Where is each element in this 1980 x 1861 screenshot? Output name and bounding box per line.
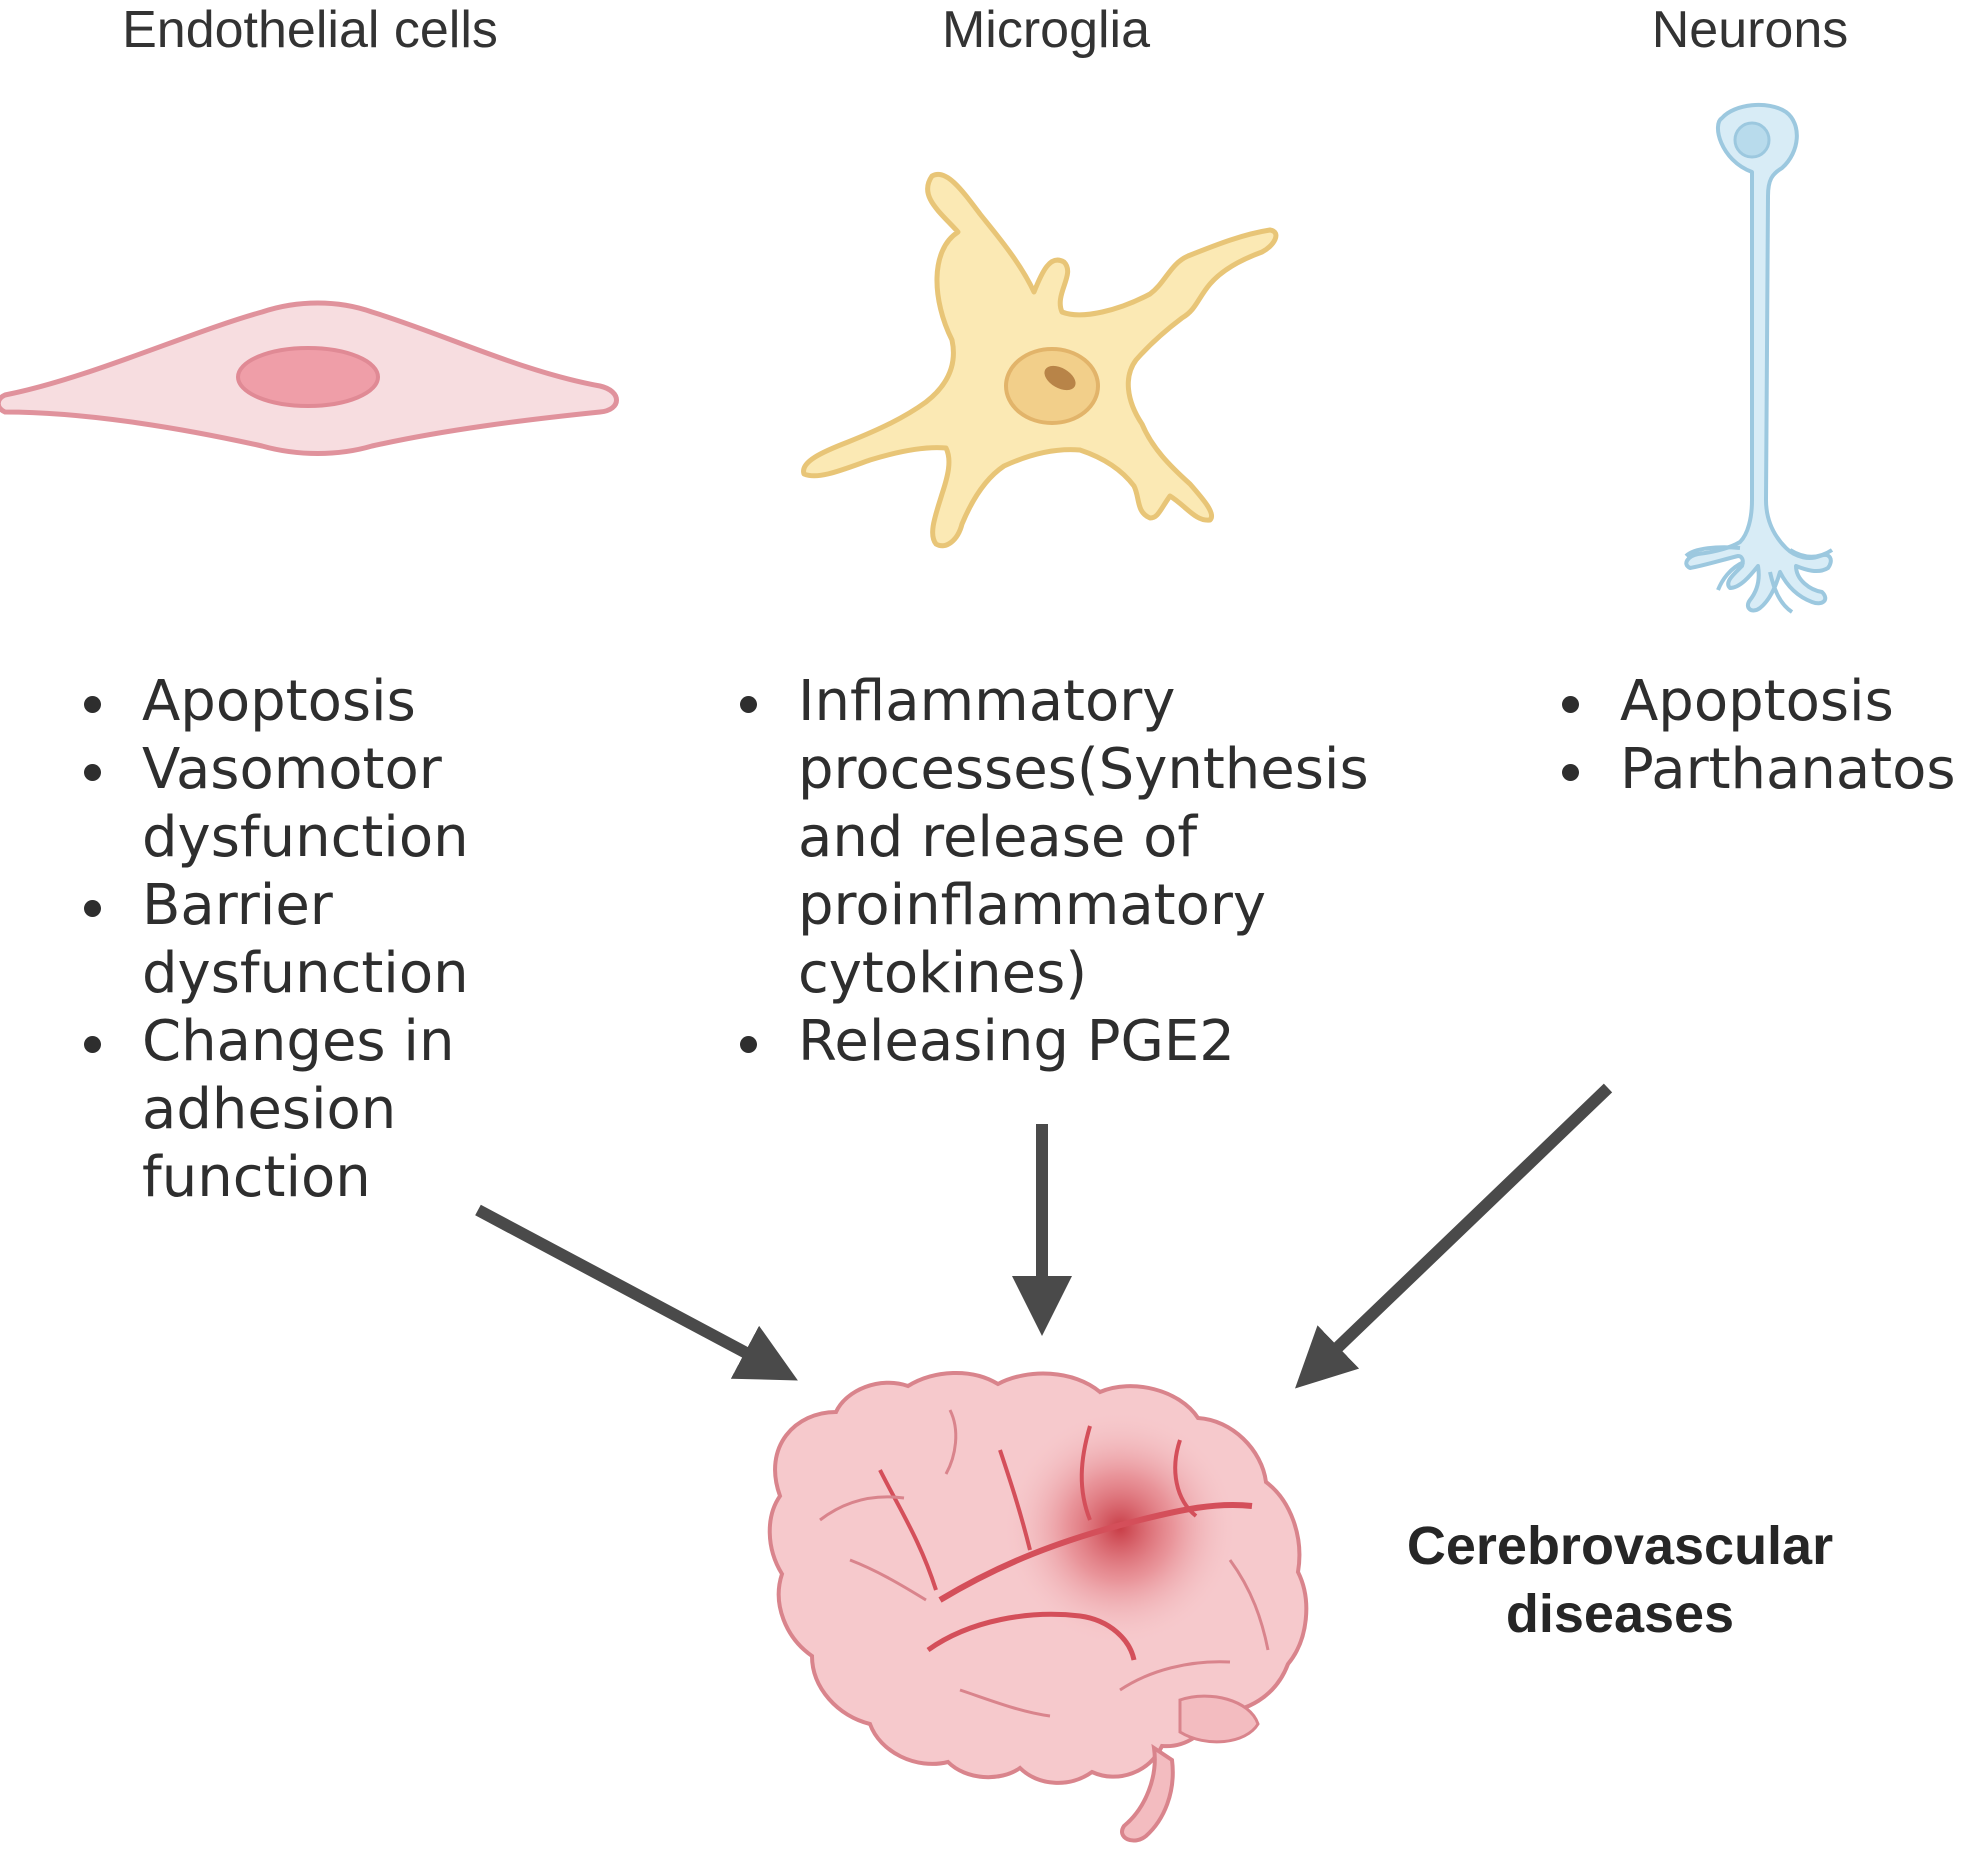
neuron-effect-parthanatos: Parthanatos	[1554, 736, 1974, 804]
title-endothelial-cells: Endothelial cells	[122, 1, 498, 59]
neuron-effect-apoptosis: Apoptosis	[1554, 668, 1974, 736]
outcome-label: Cerebrovascular diseases	[1360, 1512, 1880, 1648]
endothelial-effect-apoptosis: Apoptosis	[76, 668, 596, 736]
microglia-cell-icon	[801, 171, 1279, 549]
outcome-label-line-2: diseases	[1505, 1584, 1735, 1644]
arrow-endothelial-to-brain	[475, 1204, 798, 1381]
outcome-label-line-1: Cerebrovascular	[1406, 1516, 1834, 1576]
title-neurons: Neurons	[1651, 1, 1849, 59]
title-microglia: Microglia	[941, 1, 1151, 59]
endothelial-cell-icon	[0, 300, 619, 456]
arrow-neurons-to-brain	[1295, 1083, 1613, 1389]
microglia-effect-pge2: Releasing PGE2	[732, 1008, 1452, 1076]
neuron-effects-list: Apoptosis Parthanatos	[1554, 668, 1974, 804]
neuron-icon	[1684, 102, 1834, 614]
brain-icon	[767, 1371, 1309, 1843]
